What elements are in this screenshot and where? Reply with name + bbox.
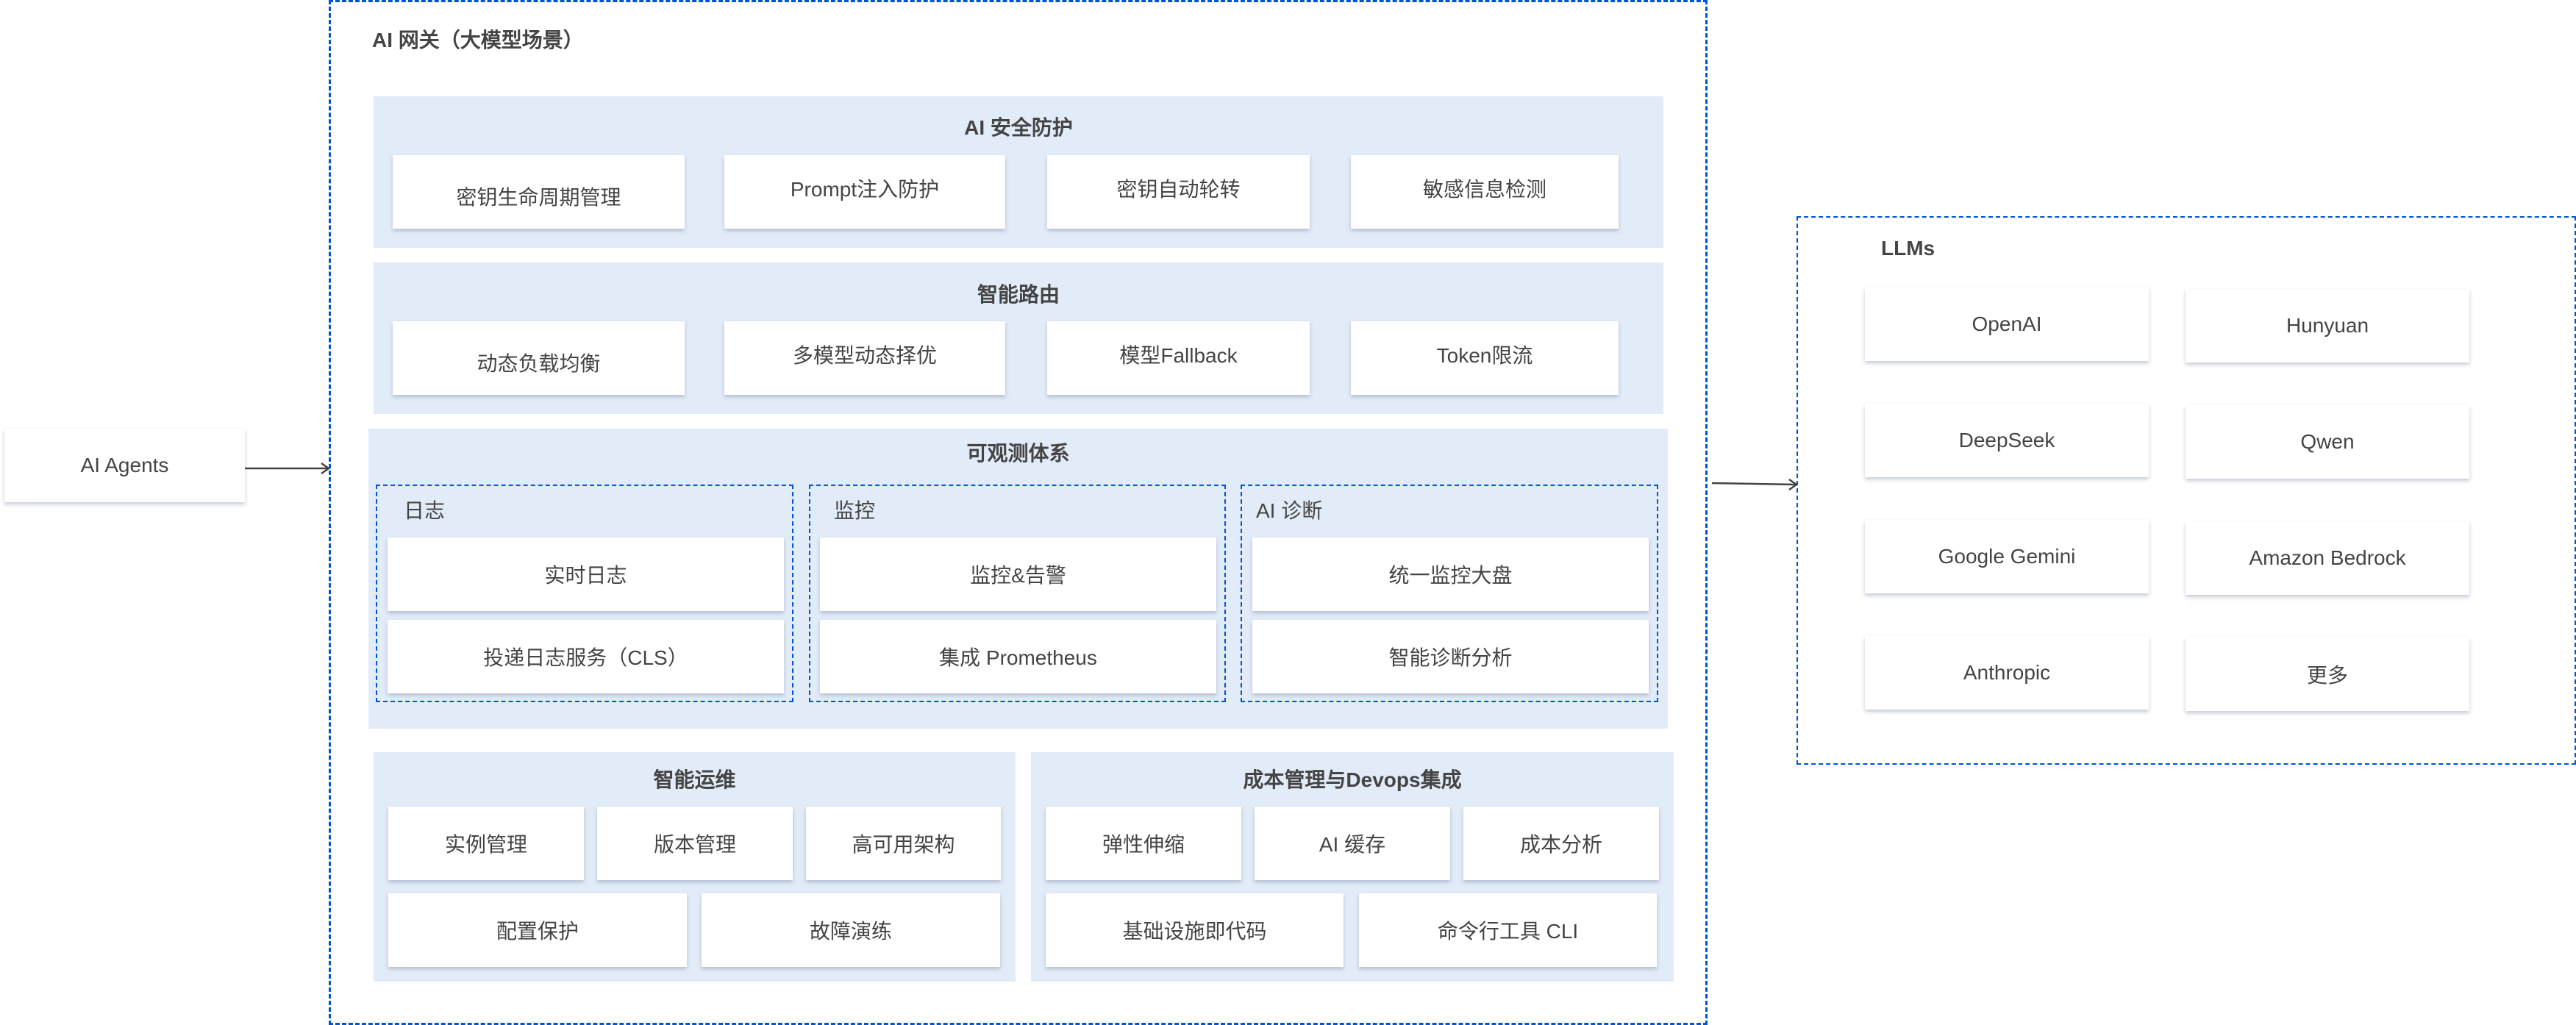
ai-gateway-title: AI 网关（大模型场景）: [372, 29, 584, 51]
card-key-rotation[interactable]: 密钥自动轮转: [1047, 155, 1310, 229]
card-multi-model-selection[interactable]: 多模型动态择优: [724, 321, 1005, 395]
ai-gateway-container: [329, 0, 1708, 1025]
card-instance-management[interactable]: 实例管理: [388, 807, 584, 880]
llm-deepseek[interactable]: DeepSeek: [1865, 404, 2149, 477]
card-label: 敏感信息检测: [1422, 178, 1546, 201]
card-infrastructure-as-code[interactable]: 基础设施即代码: [1046, 893, 1344, 967]
card-config-protection[interactable]: 配置保护: [388, 893, 687, 967]
card-label: Anthropic: [1963, 661, 2051, 684]
llm-hunyuan[interactable]: Hunyuan: [2186, 289, 2469, 362]
card-label: 模型Fallback: [1119, 344, 1238, 367]
card-label: 基础设施即代码: [1122, 920, 1267, 943]
card-label: DeepSeek: [1958, 429, 2055, 451]
card-ai-cache[interactable]: AI 缓存: [1255, 807, 1450, 880]
card-sensitive-detection[interactable]: 敏感信息检测: [1351, 155, 1619, 229]
card-dynamic-load-balancing[interactable]: 动态负载均衡: [393, 321, 685, 395]
llm-qwen[interactable]: Qwen: [2186, 405, 2469, 479]
card-token-rate-limit[interactable]: Token限流: [1351, 321, 1619, 395]
card-cost-analysis[interactable]: 成本分析: [1463, 807, 1659, 880]
card-version-management[interactable]: 版本管理: [597, 807, 793, 880]
card-prompt-injection[interactable]: Prompt注入防护: [724, 155, 1005, 229]
card-cli-tool[interactable]: 命令行工具 CLI: [1359, 893, 1657, 967]
ai-agents-node[interactable]: AI Agents: [4, 429, 245, 502]
card-label: 密钥自动轮转: [1116, 178, 1241, 201]
card-cls-delivery[interactable]: 投递日志服务（CLS）: [388, 620, 784, 693]
card-label: Token限流: [1436, 344, 1533, 367]
card-label: AI 缓存: [1319, 833, 1386, 856]
ai-agents-label: AI Agents: [80, 454, 169, 476]
card-model-fallback[interactable]: 模型Fallback: [1047, 321, 1310, 395]
card-label: 智能诊断分析: [1388, 646, 1513, 669]
group-label-monitoring: 监控: [834, 499, 876, 522]
card-label: 投递日志服务（CLS）: [483, 646, 688, 669]
card-autoscaling[interactable]: 弹性伸缩: [1046, 807, 1241, 880]
card-label: 故障演练: [809, 920, 892, 943]
card-unified-dashboard[interactable]: 统一监控大盘: [1252, 538, 1649, 611]
llms-title: LLMs: [1881, 237, 1935, 260]
card-realtime-logs[interactable]: 实时日志: [388, 538, 784, 611]
card-label: 动态负载均衡: [477, 352, 601, 375]
card-label: 实例管理: [444, 833, 527, 856]
section-title-ai-security: AI 安全防护: [964, 116, 1073, 139]
card-label: Qwen: [2300, 430, 2355, 453]
card-label: 统一监控大盘: [1388, 564, 1513, 587]
card-key-lifecycle[interactable]: 密钥生命周期管理: [393, 155, 685, 229]
card-label: OpenAI: [1972, 312, 2042, 335]
llm-anthropic[interactable]: Anthropic: [1865, 636, 2149, 710]
arrow-agents-to-gateway: [245, 462, 331, 475]
card-label: 成本分析: [1519, 833, 1602, 856]
llm-google-gemini[interactable]: Google Gemini: [1865, 520, 2149, 593]
section-title-observability: 可观测体系: [966, 442, 1070, 465]
section-title-smart-routing: 智能路由: [977, 283, 1060, 306]
llm-amazon-bedrock[interactable]: Amazon Bedrock: [2186, 521, 2469, 595]
card-label: Amazon Bedrock: [2249, 546, 2406, 569]
card-label: 配置保护: [496, 920, 579, 943]
group-label-ai-diagnosis: AI 诊断: [1256, 499, 1323, 522]
group-ai-diagnosis: [1241, 485, 1658, 702]
card-monitoring-alerting[interactable]: 监控&告警: [820, 538, 1216, 611]
card-label: 密钥生命周期管理: [456, 186, 621, 209]
card-label: 多模型动态择优: [792, 344, 937, 367]
group-monitoring: [809, 485, 1226, 702]
card-label: 集成 Prometheus: [939, 646, 1097, 669]
section-title-smart-ops: 智能运维: [653, 768, 736, 791]
llm-more[interactable]: 更多: [2186, 638, 2469, 711]
card-smart-diagnosis[interactable]: 智能诊断分析: [1252, 620, 1649, 693]
card-label: 实时日志: [544, 564, 627, 587]
card-label: Prompt注入防护: [790, 178, 940, 201]
section-title-cost-devops: 成本管理与Devops集成: [1243, 768, 1462, 791]
card-label: 版本管理: [653, 833, 736, 856]
card-label: 高可用架构: [852, 833, 955, 856]
card-prometheus[interactable]: 集成 Prometheus: [820, 620, 1216, 693]
card-label: 命令行工具 CLI: [1437, 920, 1579, 943]
card-label: Google Gemini: [1938, 545, 2076, 568]
group-logs: [376, 485, 793, 702]
card-label: 更多: [2306, 664, 2348, 687]
arrow-gateway-to-llms: [1711, 478, 1799, 491]
card-label: 监控&告警: [970, 564, 1066, 587]
group-label-logs: 日志: [404, 499, 446, 522]
llm-openai[interactable]: OpenAI: [1865, 288, 2149, 361]
card-high-availability[interactable]: 高可用架构: [806, 807, 1001, 880]
card-fault-drill[interactable]: 故障演练: [702, 893, 1000, 967]
card-label: Hunyuan: [2286, 314, 2369, 337]
card-label: 弹性伸缩: [1102, 833, 1185, 856]
